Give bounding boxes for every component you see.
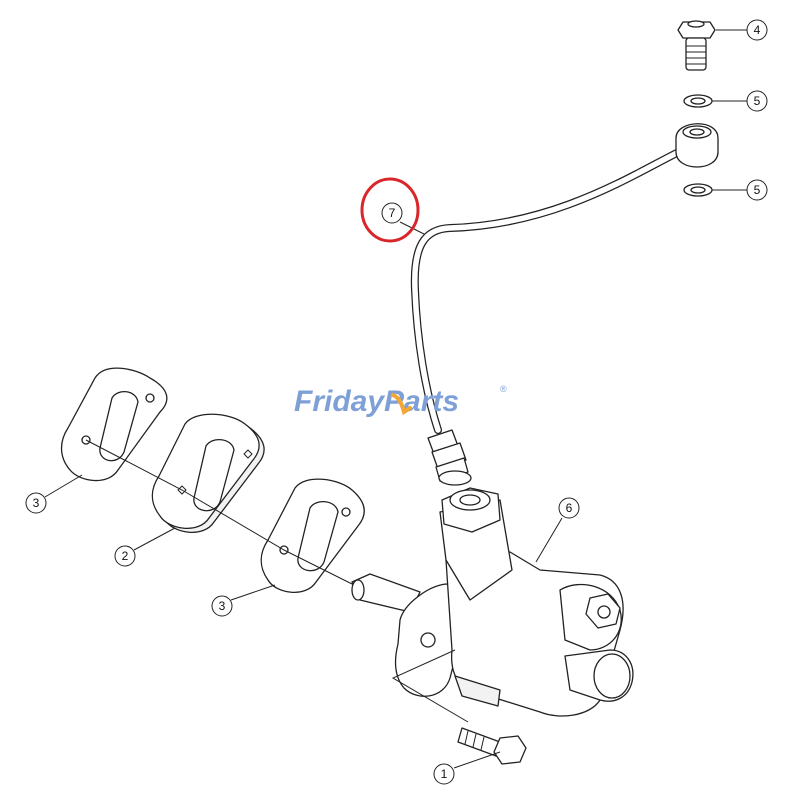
friday-parts-watermark: FridayParts ® bbox=[294, 384, 507, 418]
callout-1: 1 bbox=[433, 751, 501, 785]
callout-6: 6 bbox=[535, 497, 580, 563]
callout-label-1: 1 bbox=[441, 767, 448, 781]
watermark-brand-part1: Friday bbox=[294, 385, 385, 418]
washer-lower-part-5 bbox=[683, 183, 713, 197]
callout-5-lower: 5 bbox=[712, 179, 768, 201]
callout-label-2: 2 bbox=[122, 549, 129, 563]
callout-3-lower: 3 bbox=[211, 584, 276, 617]
callout-label-5-upper: 5 bbox=[754, 94, 761, 108]
callout-label-3-lower: 3 bbox=[219, 599, 226, 613]
gasket-lower-part-3 bbox=[260, 478, 365, 594]
svg-text:FridayParts: FridayParts bbox=[294, 385, 459, 418]
callout-label-4: 4 bbox=[754, 23, 761, 37]
washer-upper-part-5 bbox=[683, 94, 713, 108]
callout-5-upper: 5 bbox=[712, 90, 768, 112]
banjo-bolt-part-4 bbox=[677, 20, 716, 71]
fuel-line-part-7 bbox=[410, 146, 687, 486]
callout-3-upper: 3 bbox=[25, 474, 83, 514]
spacer-plate-part-2 bbox=[151, 413, 265, 534]
callout-label-3-upper: 3 bbox=[33, 496, 40, 510]
gasket-upper-part-3 bbox=[60, 367, 168, 482]
fuel-line-lower-fitting bbox=[427, 429, 472, 486]
banjo-eye bbox=[675, 123, 719, 168]
watermark-orange-swoosh bbox=[391, 393, 412, 416]
callout-label-5-lower: 5 bbox=[754, 183, 761, 197]
callout-2: 2 bbox=[114, 527, 176, 567]
fuel-pump-part-6 bbox=[351, 487, 634, 717]
callout-label-7: 7 bbox=[389, 206, 396, 220]
callout-4: 4 bbox=[716, 19, 768, 41]
watermark-brand-part2: Parts bbox=[384, 385, 459, 418]
flange-leader bbox=[391, 649, 469, 723]
highlight-ring bbox=[360, 177, 420, 243]
gasket-alignment-line bbox=[85, 439, 361, 589]
watermark-trademark: ® bbox=[500, 384, 507, 394]
mounting-bolt-part-1 bbox=[457, 727, 527, 765]
callout-label-6: 6 bbox=[566, 501, 573, 515]
